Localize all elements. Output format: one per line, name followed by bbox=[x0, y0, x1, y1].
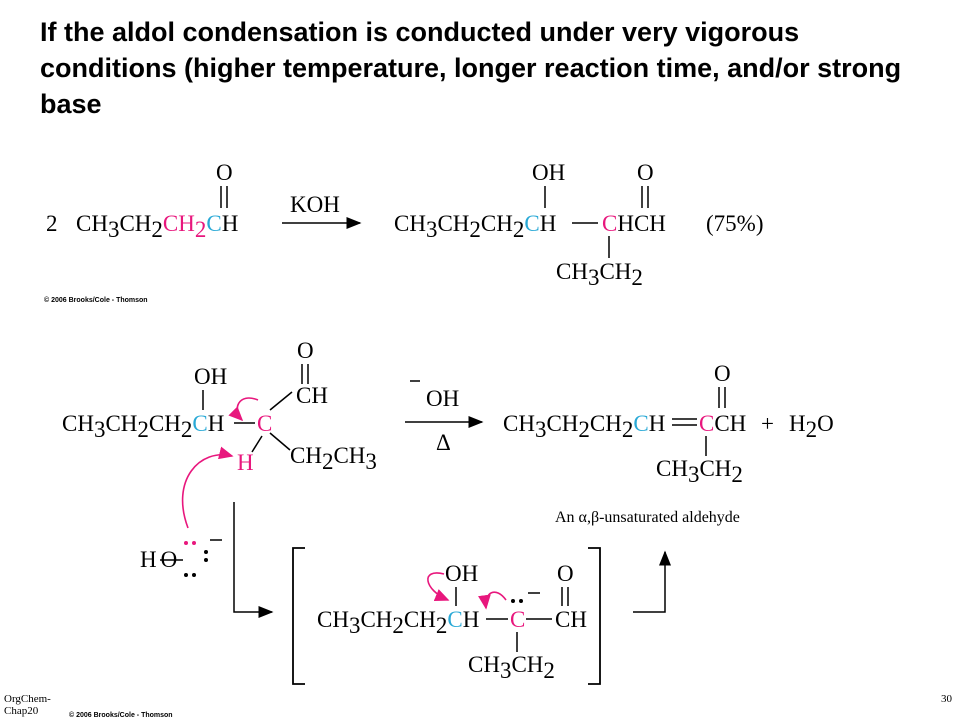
svg-text:CH3CH2: CH3CH2 bbox=[556, 259, 643, 290]
svg-text:O: O bbox=[557, 561, 574, 586]
svg-text:CH: CH bbox=[555, 607, 587, 632]
carbonyl-oxygen: O bbox=[216, 160, 233, 185]
svg-text:C: C bbox=[510, 607, 525, 632]
svg-text:O: O bbox=[637, 160, 654, 185]
page-number: 30 bbox=[941, 693, 952, 705]
svg-text:CH3CH2CH2CH: CH3CH2CH2CH bbox=[62, 411, 224, 442]
plus-sign: + bbox=[761, 411, 774, 436]
svg-text:H: H bbox=[237, 450, 254, 475]
credit-1: © 2006 Brooks/Cole - Thomson bbox=[44, 296, 148, 304]
hydroxyl-label: OH bbox=[532, 160, 565, 185]
enal-product: CH3CH2CH2CH bbox=[503, 411, 665, 442]
credit-2: © 2006 Brooks/Cole - Thomson bbox=[69, 711, 173, 719]
svg-text:OH: OH bbox=[194, 364, 227, 389]
yield-label: (75%) bbox=[706, 211, 763, 236]
reaction-1: 2 CH3CH2CH2CH O KOH CH3CH2CH2CH OH CHCH … bbox=[44, 160, 763, 304]
product-label: An α,β-unsaturated aldehyde bbox=[555, 509, 740, 526]
reactant-butanal: CH3CH2CH2CH bbox=[76, 211, 238, 242]
coefficient: 2 bbox=[46, 211, 58, 236]
svg-text:O: O bbox=[714, 361, 731, 386]
reagent-hydroxide: OH bbox=[426, 386, 459, 411]
enolate-intermediate: CH3CH2CH2CH bbox=[317, 607, 479, 638]
footer-course-label: OrgChem-Chap20 bbox=[4, 693, 51, 717]
aldol-product: CH3CH2CH2CH bbox=[394, 211, 556, 242]
svg-text:CH3CH2: CH3CH2 bbox=[468, 652, 555, 683]
slide-title: If the aldol condensation is conducted u… bbox=[40, 17, 902, 119]
svg-text:OH: OH bbox=[445, 561, 478, 586]
reagent-heat: Δ bbox=[436, 430, 451, 455]
svg-text:O: O bbox=[297, 338, 314, 363]
svg-text:CH3CH2: CH3CH2 bbox=[656, 456, 743, 487]
svg-text:CH: CH bbox=[296, 383, 328, 408]
svg-text:CCH: CCH bbox=[699, 411, 746, 436]
water: H2O bbox=[789, 411, 834, 442]
svg-text:CHCH: CHCH bbox=[602, 211, 666, 236]
svg-text:C: C bbox=[257, 411, 272, 436]
reagent-koh: KOH bbox=[290, 192, 340, 217]
svg-text:CH2CH3: CH2CH3 bbox=[290, 443, 377, 474]
